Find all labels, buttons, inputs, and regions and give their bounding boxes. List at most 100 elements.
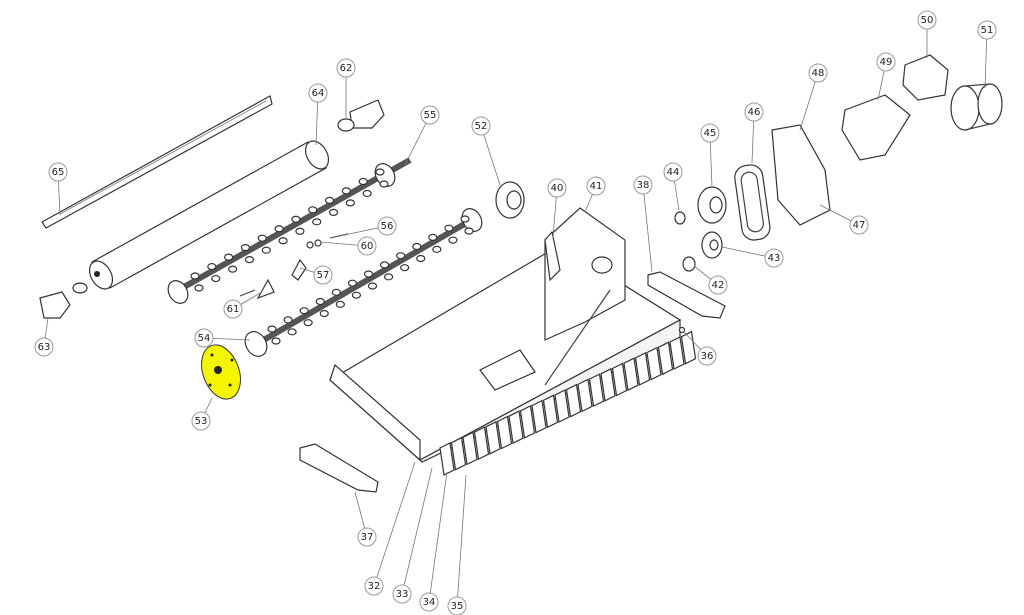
flail-blade (224, 253, 234, 261)
callout-circle (849, 215, 869, 235)
flap (508, 410, 524, 445)
part-65-bar (41, 95, 273, 229)
callout-50[interactable]: 50 (917, 10, 937, 30)
callout-53[interactable]: 53 (191, 411, 211, 431)
callout-44[interactable]: 44 (663, 162, 683, 182)
callout-35[interactable]: 35 (447, 596, 467, 615)
callout-label: 55 (424, 110, 437, 121)
leader-line-34 (428, 471, 448, 603)
callout-label: 52 (475, 121, 488, 132)
callout-36[interactable]: 36 (697, 346, 717, 366)
callout-43[interactable]: 43 (764, 248, 784, 268)
leader-line-56 (329, 225, 388, 239)
callout-label: 42 (712, 280, 725, 291)
callout-label: 45 (704, 128, 717, 139)
callout-circle (336, 58, 356, 78)
callout-circle (708, 275, 728, 295)
leader-line-48 (799, 72, 819, 131)
flail-blade (379, 261, 390, 269)
callout-label: 37 (361, 532, 374, 543)
leader-line-51 (984, 29, 988, 89)
flail-blade (362, 189, 372, 198)
flap (542, 394, 559, 429)
callout-61[interactable]: 61 (223, 299, 243, 319)
callout-64[interactable]: 64 (308, 83, 328, 103)
part-48-belt-guard (771, 124, 831, 226)
callout-circle (48, 162, 68, 182)
callout-41[interactable]: 41 (586, 176, 606, 196)
callout-57[interactable]: 57 (313, 265, 333, 285)
callout-47[interactable]: 47 (849, 215, 869, 235)
callout-46[interactable]: 46 (744, 102, 764, 122)
callout-circle (377, 216, 397, 236)
flail-blade (261, 246, 271, 254)
flap (634, 351, 651, 386)
callout-55[interactable]: 55 (420, 105, 440, 125)
flail-blade (211, 274, 221, 283)
part-44-hub (674, 211, 686, 225)
callout-circle (917, 10, 937, 30)
leader-line-38 (642, 184, 653, 273)
callout-62[interactable]: 62 (336, 58, 356, 78)
flail-blade (444, 224, 454, 232)
callout-circle (744, 102, 764, 122)
callout-45[interactable]: 45 (700, 123, 720, 143)
flail-blade (291, 215, 301, 223)
callout-label: 48 (812, 68, 825, 79)
callout-label: 47 (853, 220, 866, 231)
flail-blade (328, 208, 339, 216)
flail-blade (383, 273, 394, 281)
callout-circle (764, 248, 784, 268)
callout-circle (392, 584, 412, 604)
callout-42[interactable]: 42 (708, 275, 728, 295)
flail-blade (295, 227, 305, 235)
callout-33[interactable]: 33 (392, 584, 412, 604)
flail-blade (319, 309, 329, 318)
callout-56[interactable]: 56 (377, 216, 397, 236)
callout-38[interactable]: 38 (633, 175, 653, 195)
part-45-pulley (697, 186, 727, 224)
callout-32[interactable]: 32 (364, 576, 384, 596)
callout-37[interactable]: 37 (357, 527, 377, 547)
part-50-gearbox (902, 54, 949, 101)
callout-label: 40 (551, 183, 564, 194)
flail-blade (324, 196, 335, 204)
flap (450, 436, 467, 471)
flail-blade (299, 307, 309, 315)
part-49-gearbox-mount (841, 94, 911, 161)
callout-label: 53 (195, 416, 208, 427)
flail-blade (278, 237, 288, 245)
part-64-roller (88, 140, 330, 290)
flail-blade (331, 288, 341, 296)
flail-blade (267, 325, 277, 333)
flail-blade (244, 256, 255, 264)
part-34-35-rubber-flaps (439, 330, 697, 476)
callout-circle (663, 162, 683, 182)
callout-label: 51 (981, 25, 994, 36)
flail-blade (240, 244, 251, 252)
callout-40[interactable]: 40 (547, 178, 567, 198)
callout-51[interactable]: 51 (977, 20, 997, 40)
callout-65[interactable]: 65 (48, 162, 68, 182)
flap (473, 426, 490, 461)
flail-blade (308, 206, 318, 214)
flail-blade (335, 300, 345, 308)
callout-label: 46 (748, 107, 761, 118)
part-46-belt (734, 164, 771, 241)
callout-49[interactable]: 49 (876, 52, 896, 72)
callout-63[interactable]: 63 (34, 337, 54, 357)
callout-label: 36 (701, 351, 714, 362)
callout-52[interactable]: 52 (471, 116, 491, 136)
flap (657, 341, 674, 376)
callout-circle (471, 116, 491, 136)
callout-label: 49 (880, 57, 893, 68)
callout-54[interactable]: 54 (194, 328, 214, 348)
callout-60[interactable]: 60 (357, 236, 377, 256)
flail-blade (400, 264, 410, 272)
callout-48[interactable]: 48 (808, 63, 828, 83)
callout-34[interactable]: 34 (419, 592, 439, 612)
callout-circle (876, 52, 896, 72)
flap (519, 404, 536, 439)
flail-blade (194, 284, 204, 292)
